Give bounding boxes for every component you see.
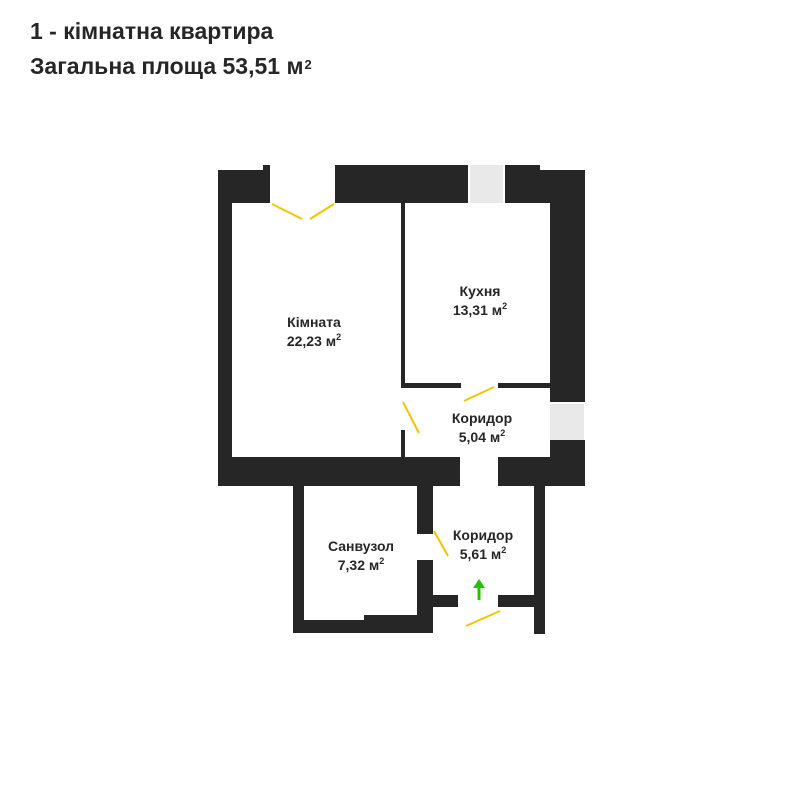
kitchen-door [463, 386, 495, 402]
room-name: Санвузол [328, 538, 394, 554]
balcony-door-right [309, 203, 335, 220]
total-area-unit-sup: 2 [304, 57, 312, 72]
room-area: 22,23 м2 [287, 332, 341, 349]
window-corridor [550, 404, 584, 440]
room-label-corridor-1: Коридор 5,04 м2 [452, 410, 512, 445]
wall-bath-right-lower [417, 560, 433, 633]
wall-bath-right-upper [417, 486, 433, 534]
wall-top-right [505, 165, 540, 203]
wall-corridor-right [534, 486, 545, 634]
wall-bath-left [293, 486, 304, 633]
wall-entry-right [498, 595, 545, 607]
wall-middle-left [218, 457, 460, 486]
entry-door [465, 610, 501, 627]
balcony-door-left [271, 203, 303, 220]
room-label-bathroom: Санвузол 7,32 м2 [328, 538, 394, 573]
doors [271, 203, 501, 627]
wall-top-middle [335, 165, 468, 203]
entry-arrow-icon [473, 579, 485, 600]
partition-corridor-left [401, 430, 405, 460]
wall-right-upper [550, 170, 585, 402]
windows [470, 165, 584, 440]
total-area: Загальна площа 53,51 м2 [30, 49, 312, 84]
room-area: 5,04 м2 [459, 428, 506, 445]
walls [218, 165, 585, 634]
wall-entry-left [433, 595, 458, 607]
partition-kitchen-bottom-left [401, 383, 461, 388]
wall-left [218, 170, 232, 486]
wall-left-pier [263, 165, 270, 175]
room-label-corridor-2: Коридор 5,61 м2 [453, 527, 513, 562]
header: 1 - кімнатна квартира Загальна площа 53,… [30, 14, 312, 84]
room-area: 13,31 м2 [453, 301, 507, 318]
wall-middle-right [498, 457, 585, 486]
apartment-title: 1 - кімнатна квартира [30, 18, 274, 44]
window-kitchen [470, 165, 503, 203]
room-name: Кухня [460, 283, 501, 299]
room-area: 7,32 м2 [338, 556, 385, 573]
wall-bath-bottom-thick [364, 615, 433, 633]
partition-kitchen-bottom-right [498, 383, 550, 388]
total-area-text: Загальна площа 53,51 м [30, 53, 304, 79]
partition-room-kitchen [401, 203, 405, 388]
room-name: Коридор [453, 527, 513, 543]
room-name: Кімната [287, 314, 341, 330]
room-label-kimnata: Кімната 22,23 м2 [287, 314, 341, 349]
bathroom-door [433, 530, 449, 557]
room-area: 5,61 м2 [460, 545, 507, 562]
room-door [402, 401, 420, 434]
room-name: Коридор [452, 410, 512, 426]
room-label-kitchen: Кухня 13,31 м2 [453, 283, 507, 318]
